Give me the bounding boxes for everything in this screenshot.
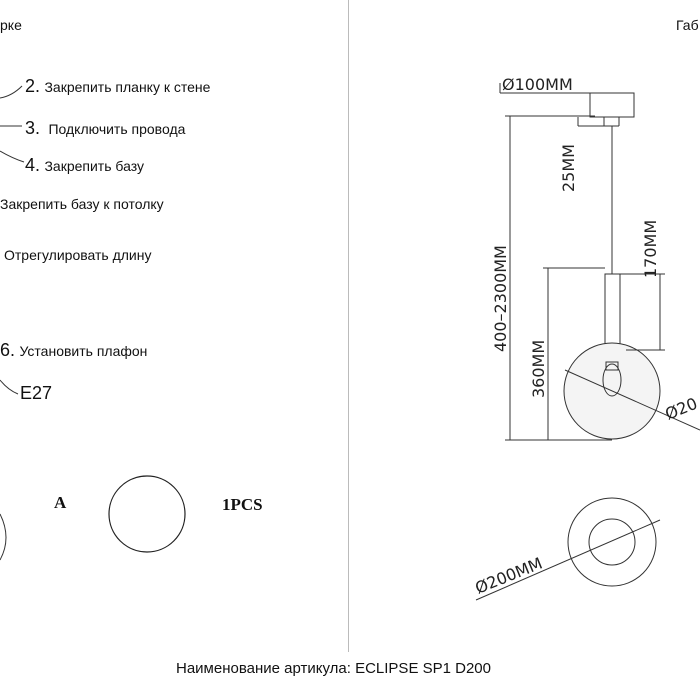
step-number: 3. <box>25 118 41 138</box>
step-5b: Отрегулировать длину <box>4 247 152 263</box>
dim-canopy-drop: 25MM <box>559 144 578 192</box>
article-name: Наименование артикула: ECLIPSE SP1 D200 <box>176 660 491 677</box>
holder-tube <box>604 273 621 351</box>
right-header: Габ <box>676 17 699 33</box>
step-2: 2. Закрепить планку к стене <box>25 76 210 97</box>
bottom-view-inner <box>588 518 636 566</box>
step-number: 4. <box>25 155 41 175</box>
step-text: Установить плафон <box>19 343 148 359</box>
dim-total-length: 400–2300MM <box>491 245 510 352</box>
step-5a: Закрепить базу к потолку <box>0 196 164 212</box>
bottom-view-outer <box>567 497 657 587</box>
glass-shade-circle <box>108 475 186 553</box>
quantity-label: 1PCS <box>222 495 263 514</box>
dim-shade-height: 360MM <box>529 340 548 398</box>
canopy <box>589 92 635 118</box>
step-number: 6. <box>0 340 16 360</box>
step-text: Закрепить планку к стене <box>44 79 211 95</box>
dim-shade-diameter-partial: Ø20 <box>662 394 700 424</box>
step-number: 2. <box>25 76 41 96</box>
left-header: рке <box>0 17 22 33</box>
step-text: Закрепить базу <box>44 158 144 174</box>
bulb <box>602 363 622 397</box>
dim-holder-height: 170MM <box>641 220 660 278</box>
assembly-leader-lines <box>0 85 186 561</box>
dim-canopy-diameter: Ø100MM <box>502 75 573 94</box>
step-4: 4. Закрепить базу <box>25 155 144 176</box>
dim-shade-diameter: Ø200MM <box>472 554 545 598</box>
step-3: 3. Подключить провода <box>25 118 185 139</box>
lamp-socket-label: E27 <box>20 383 53 403</box>
step-text: Подключить провода <box>48 121 186 137</box>
part-label: A <box>54 493 67 512</box>
vertical-divider <box>348 0 349 652</box>
step-6: 6. Установить плафон <box>0 340 147 361</box>
